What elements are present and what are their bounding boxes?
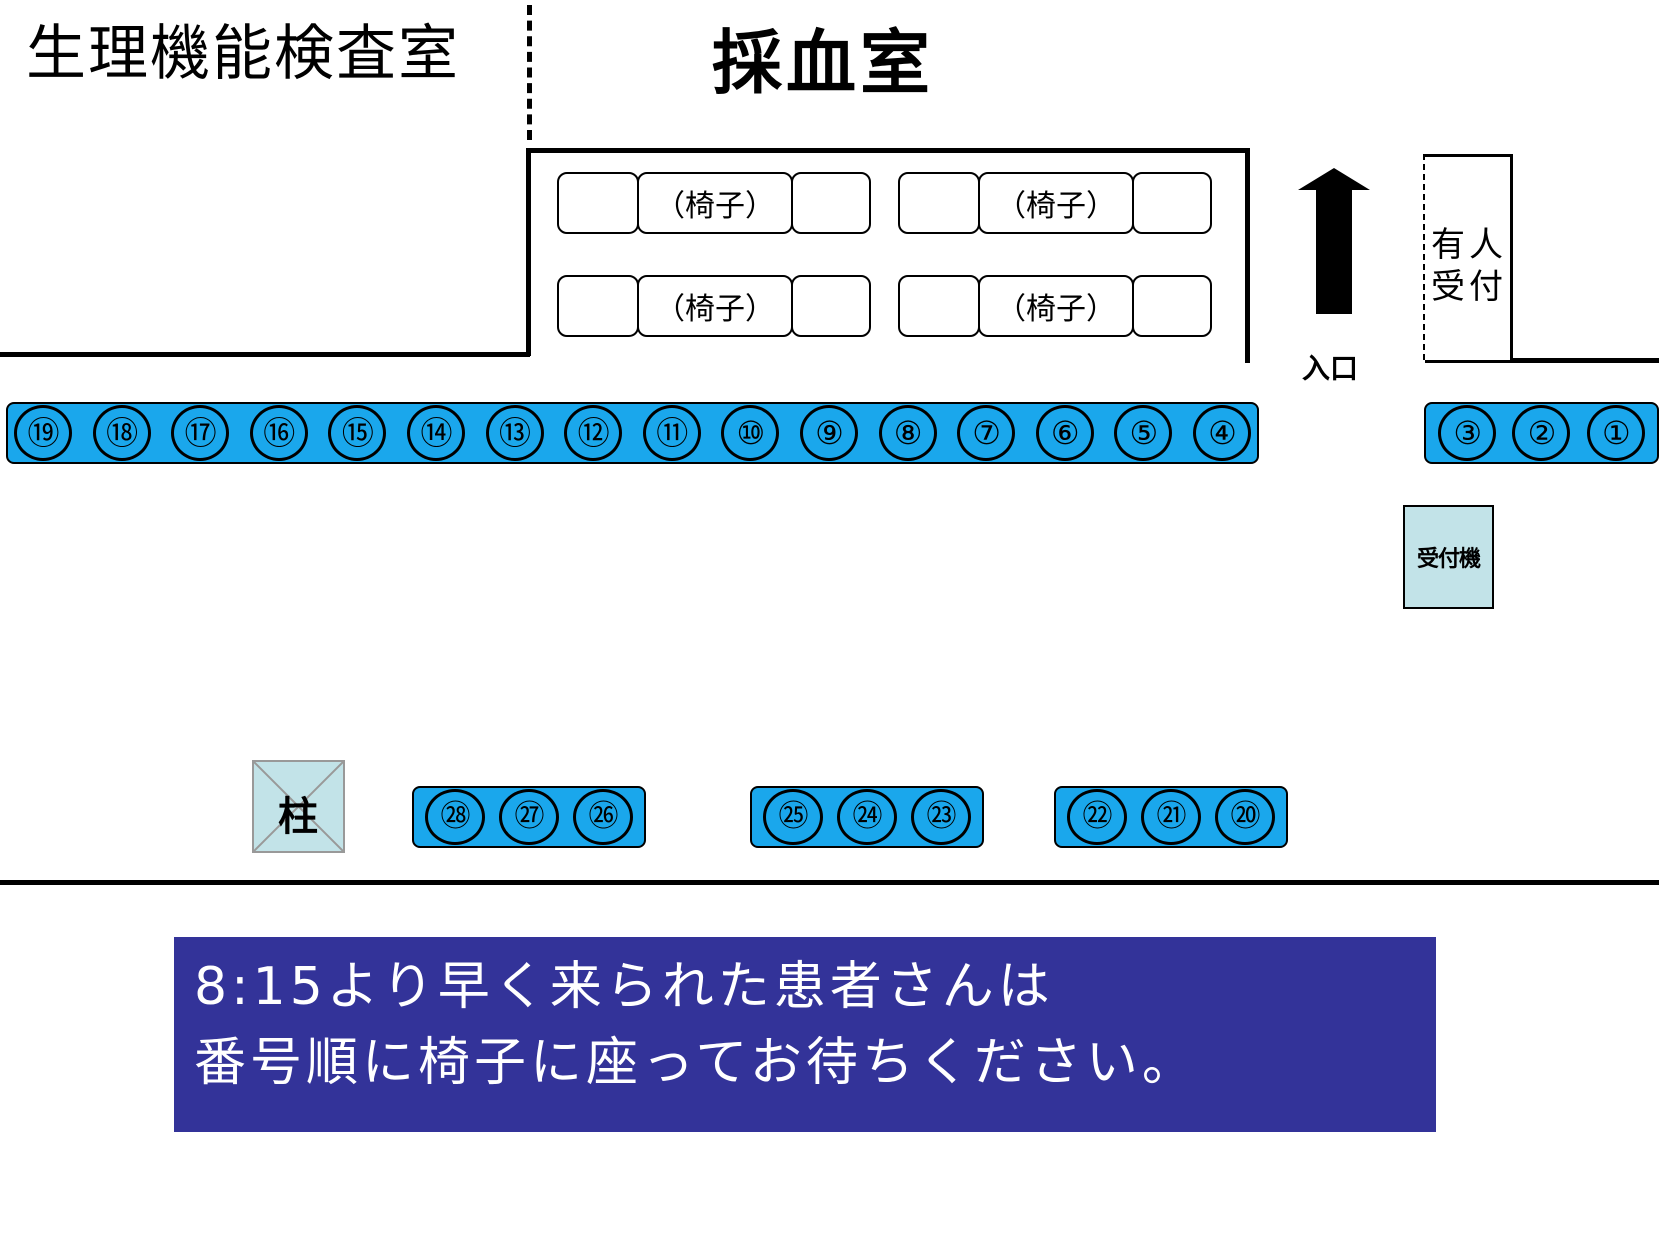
seat-number: ⑧ bbox=[878, 405, 937, 461]
wall-room-right bbox=[1245, 148, 1250, 363]
corridor-bottom-wall bbox=[0, 880, 1659, 885]
seat-number: ㉖ bbox=[573, 789, 633, 845]
seat-number: ⑭ bbox=[406, 405, 465, 461]
seat-number: ① bbox=[1586, 405, 1645, 461]
seat-number: ⑦ bbox=[957, 405, 1016, 461]
seat-number: ② bbox=[1512, 405, 1571, 461]
chair bbox=[557, 275, 639, 337]
wall-left-horizontal bbox=[0, 352, 530, 357]
blood-collection-room-label: 採血室 bbox=[712, 22, 934, 104]
reception-machine-label: 受付機 bbox=[1416, 547, 1481, 572]
seat-number: ⑲ bbox=[14, 405, 72, 461]
staffed-reception-label-2: 受付 bbox=[1431, 267, 1507, 307]
seat-number: ㉗ bbox=[499, 789, 559, 845]
staffed-reception: 有人 受付 bbox=[1423, 154, 1513, 360]
notice-line-1: 8:15より早く来られた患者さんは bbox=[194, 957, 1054, 1017]
seat-number: ⑮ bbox=[328, 405, 387, 461]
seat-number: ⑥ bbox=[1035, 405, 1094, 461]
seat-number: ⑤ bbox=[1114, 405, 1173, 461]
chair bbox=[791, 172, 871, 234]
chair-center: （椅子） bbox=[637, 275, 793, 337]
chair-label: （椅子） bbox=[655, 189, 775, 224]
seat-number: ⑩ bbox=[721, 405, 780, 461]
seat-number: ㉑ bbox=[1141, 789, 1201, 845]
seat-number: ⑱ bbox=[92, 405, 151, 461]
chair-center: （椅子） bbox=[978, 172, 1134, 234]
chair-center: （椅子） bbox=[978, 275, 1134, 337]
waiting-notice: 8:15より早く来られた患者さんは 番号順に椅子に座ってお待ちください。 bbox=[174, 937, 1436, 1132]
seat-number: ㉘ bbox=[425, 789, 485, 845]
seat-number: ③ bbox=[1438, 405, 1497, 461]
chair bbox=[1132, 172, 1212, 234]
seat-number: ⑰ bbox=[171, 405, 230, 461]
seat-bench-bottom-2: ㉕ ㉔ ㉓ bbox=[750, 786, 984, 848]
seat-number: ⑯ bbox=[249, 405, 308, 461]
wall-room-top bbox=[526, 148, 1250, 153]
entrance-arrow-icon bbox=[1298, 168, 1370, 314]
seat-number: ⑳ bbox=[1215, 789, 1275, 845]
pillar: 柱 bbox=[252, 760, 345, 853]
chair bbox=[898, 172, 980, 234]
pillar-label: 柱 bbox=[278, 794, 318, 840]
seat-number: ㉓ bbox=[911, 789, 971, 845]
seat-number: ㉔ bbox=[837, 789, 897, 845]
chair bbox=[898, 275, 980, 337]
chair bbox=[791, 275, 871, 337]
seat-bench-bottom-1: ㉘ ㉗ ㉖ bbox=[412, 786, 646, 848]
reception-machine: 受付機 bbox=[1403, 505, 1494, 609]
seat-number: ㉒ bbox=[1067, 789, 1127, 845]
seat-number: ⑬ bbox=[485, 405, 544, 461]
chair bbox=[1132, 275, 1212, 337]
staffed-reception-label-1: 有人 bbox=[1431, 225, 1507, 265]
dashed-divider bbox=[527, 5, 532, 140]
wall-right-horizontal bbox=[1425, 358, 1659, 363]
chair-label: （椅子） bbox=[996, 292, 1116, 327]
seat-bench-top-left: ⑲ ⑱ ⑰ ⑯ ⑮ ⑭ ⑬ ⑫ ⑪ ⑩ ⑨ ⑧ ⑦ ⑥ ⑤ ④ bbox=[6, 402, 1259, 464]
seat-number: ㉕ bbox=[763, 789, 823, 845]
seat-number: ⑨ bbox=[799, 405, 858, 461]
chair-label: （椅子） bbox=[996, 189, 1116, 224]
notice-line-2: 番号順に椅子に座ってお待ちください。 bbox=[194, 1033, 1198, 1093]
seat-number: ④ bbox=[1192, 405, 1251, 461]
pillar-cross-icon bbox=[254, 762, 343, 851]
chair-center: （椅子） bbox=[637, 172, 793, 234]
chair bbox=[557, 172, 639, 234]
chair-label: （椅子） bbox=[655, 292, 775, 327]
seat-number: ⑫ bbox=[564, 405, 623, 461]
wall-room-left bbox=[526, 148, 531, 356]
seat-number: ⑪ bbox=[642, 405, 701, 461]
entrance-label: 入口 bbox=[1302, 352, 1359, 385]
seat-bench-bottom-3: ㉒ ㉑ ⑳ bbox=[1054, 786, 1288, 848]
physiology-lab-label: 生理機能検査室 bbox=[26, 19, 460, 89]
seat-bench-top-right: ③ ② ① bbox=[1424, 402, 1659, 464]
